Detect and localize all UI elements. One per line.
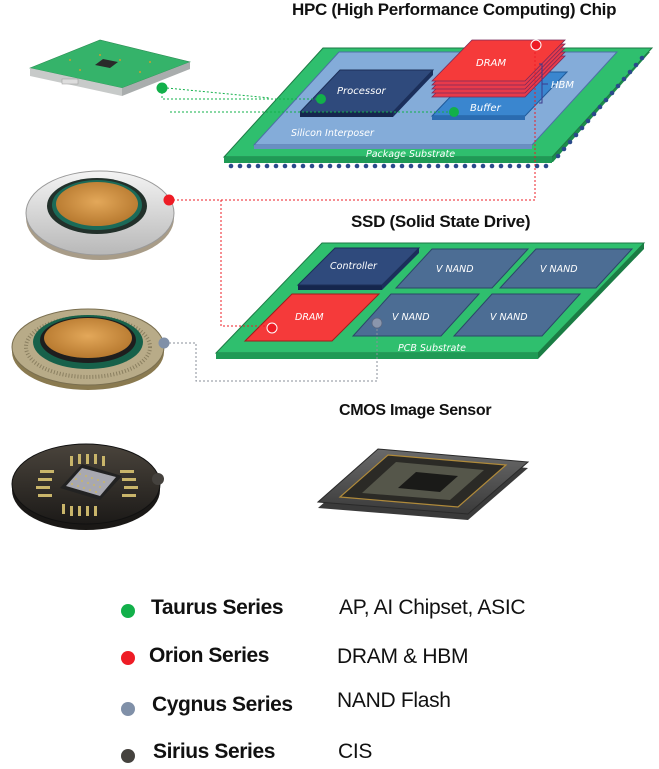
nand-label: V NAND [436,264,474,275]
legend-item-cygnus: Cygnus Series NAND Flash [0,689,659,721]
legend-series-desc: NAND Flash [337,689,451,712]
legend-series-name: Taurus Series [151,596,284,619]
nand-label: V NAND [392,312,430,323]
ssd-title: SSD (Solid State Drive) [351,212,531,231]
legend-series-desc: CIS [338,740,373,763]
taurus-connector-lines [161,87,452,113]
silicon-interposer-label: Silicon Interposer [291,128,375,139]
diagram-canvas: Package Substrate Silicon Interposer Pro… [11,39,654,530]
taurus-marker-dot[interactable] [156,82,168,94]
processor-block: Processor [298,69,435,117]
legend-item-sirius: Sirius Series CIS [0,739,659,769]
ssd-dram-label: DRAM [295,312,324,323]
taurus-product-image [28,39,192,96]
hbm-bracket: HBM [539,63,574,104]
cmos-title: CMOS Image Sensor [339,402,492,419]
orion-product-image [25,170,175,260]
hpc-title: HPC (High Performance Computing) Chip [292,0,617,19]
cygnus-connector-lines [165,323,378,382]
orion-connector-lines [169,45,536,327]
sirius-marker-dot[interactable] [152,473,164,485]
legend-series-name: Sirius Series [153,740,276,763]
ssd-diagram: PCB Substrate Controller V NAND V NAND D… [214,242,646,359]
cygnus-marker-dot[interactable] [158,337,170,349]
cygnus-product-image [11,308,165,390]
hbm-dram-stack: DRAM [431,39,566,98]
processor-label: Processor [337,86,386,97]
nand-label: V NAND [540,264,578,275]
sirius-product-image [11,443,161,530]
taurus-dot-icon [121,604,135,618]
sirius-dot-icon [121,749,135,763]
orion-marker-dot[interactable] [163,194,175,206]
legend-series-desc: DRAM & HBM [337,645,469,668]
buffer-label: Buffer [470,103,502,114]
processor-marker-dot[interactable] [316,94,326,104]
ssd-dram-block: DRAM [243,293,381,342]
package-substrate-label: Package Substrate [366,149,455,160]
nand-block: V NAND [498,248,634,289]
nand-label: V NAND [490,312,528,323]
nand-marker-dot[interactable] [371,317,383,329]
hpc-chip-diagram: Package Substrate Silicon Interposer Pro… [222,39,654,169]
legend-item-orion: Orion Series DRAM & HBM [0,644,659,674]
cmos-sensor-image [316,448,530,520]
legend-series-name: Cygnus Series [152,693,293,716]
nand-block: V NAND [351,293,481,337]
controller-block: Controller [296,247,421,290]
controller-label: Controller [330,261,378,272]
nand-block: V NAND [452,293,582,337]
buffer-marker-dot[interactable] [449,107,459,117]
nand-block: V NAND [394,248,530,289]
dram-label: DRAM [476,58,506,69]
legend-item-taurus: Taurus Series AP, AI Chipset, ASIC [0,596,659,626]
legend-series-name: Orion Series [149,644,270,667]
hbm-label: HBM [551,80,574,91]
hbm-marker-dot[interactable] [530,39,542,51]
cygnus-dot-icon [121,702,135,716]
legend-series-desc: AP, AI Chipset, ASIC [339,596,526,619]
solder-balls [228,55,645,169]
pcb-substrate-label: PCB Substrate [398,343,466,354]
orion-dot-icon [121,651,135,665]
ssd-dram-marker-dot[interactable] [266,322,278,334]
